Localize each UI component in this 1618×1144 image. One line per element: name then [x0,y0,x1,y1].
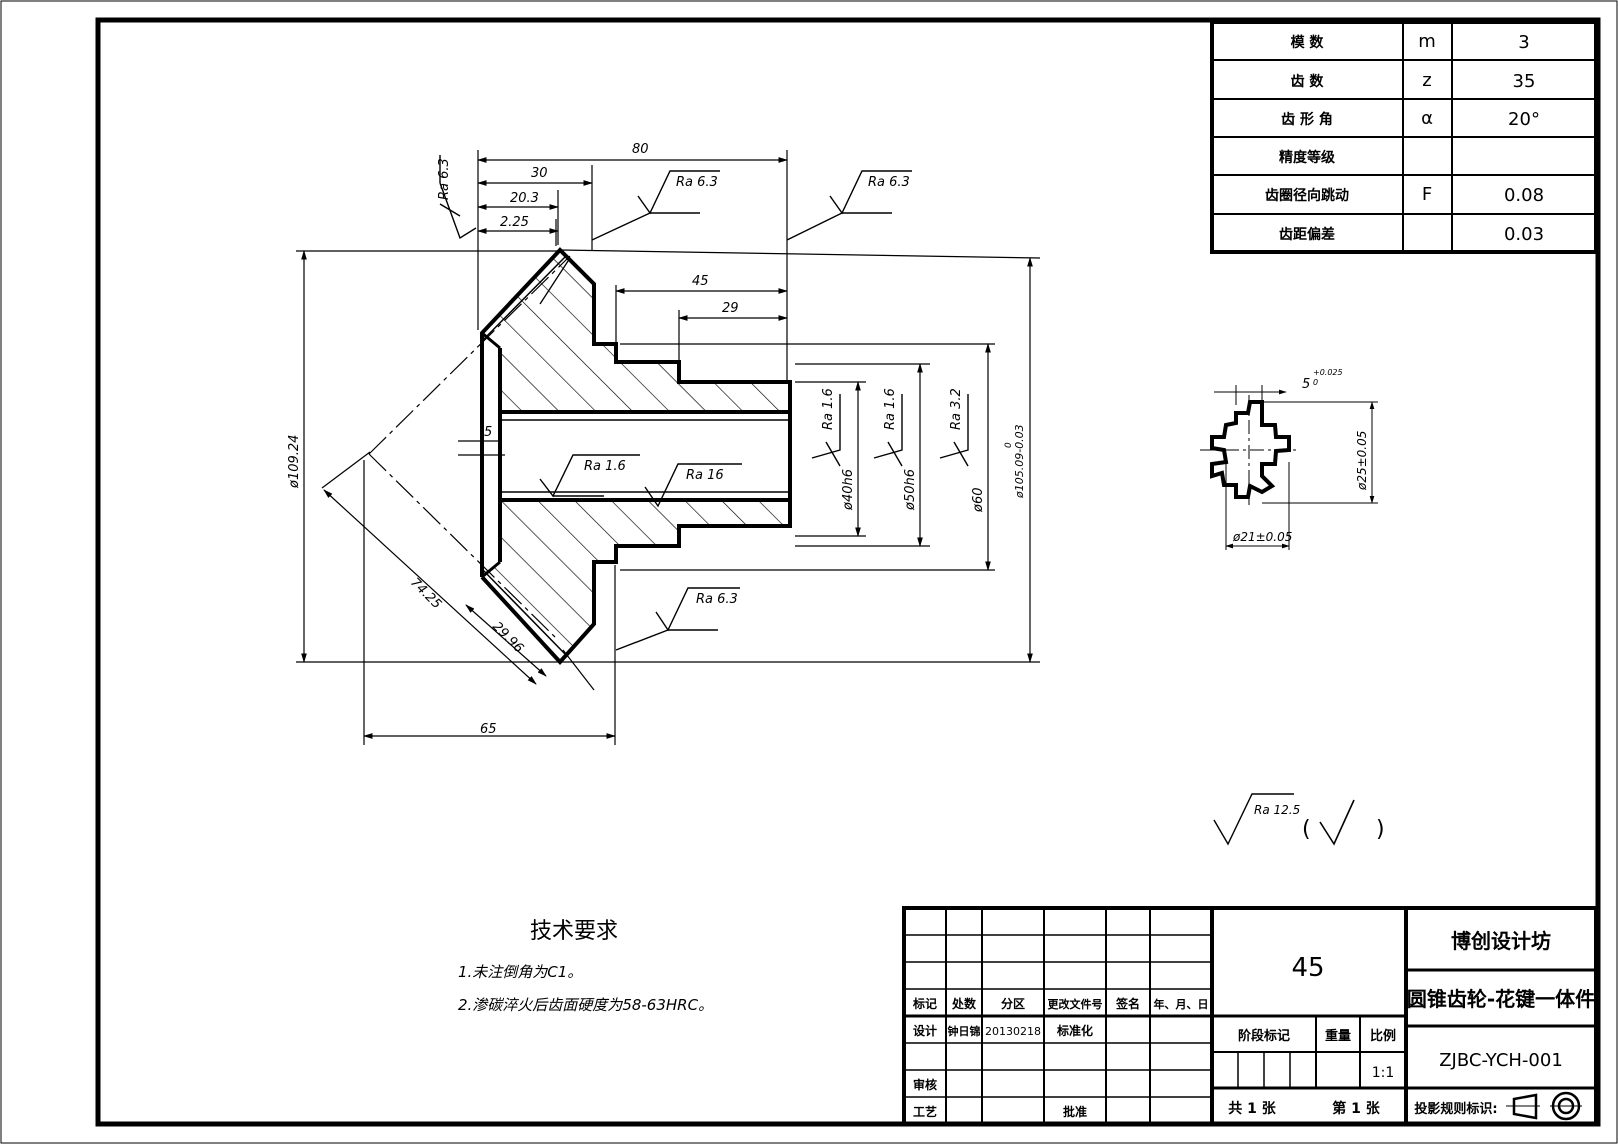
title-block [902,906,1598,1126]
technical-requirements: 技术要求 1.未注倒角为C1。 2.渗碳淬火后齿面硬度为58-63HRC。 [458,919,713,1014]
dim-5: 5 [484,425,492,440]
drawing-frame [95,17,1601,1127]
material: 45 [1291,953,1324,983]
dimensions [296,150,1041,745]
dim-dia-109: ø109.24 [287,435,302,489]
lower-section-hatch [482,500,790,662]
weight-label: 重量 [1325,1028,1351,1044]
dim-29-96: 29.96 [489,619,526,656]
scale-value: 1:1 [1372,1065,1395,1081]
dim-45: 45 [692,274,709,289]
title-block-text: 45 博创设计坊 圆锥齿轮-花键一体件 ZJBC-YCH-001 标记 处数 分… [912,929,1595,1119]
ra-paren-open: ( [1302,817,1311,842]
dim-dia-40: ø40h6 [841,469,856,511]
part-name: 圆锥齿轮-花键一体件 [1407,987,1595,1011]
param-value: 0.08 [1504,185,1544,206]
gear-parameter-table: 模 数 m 3 齿 数 z 35 齿 形 角 α 20° 精度等级 齿圈径向跳动… [1210,20,1598,254]
roughness-symbols [439,155,1294,846]
ra-label: Ra 3.2 [949,388,964,430]
design-label: 设计 [913,1023,937,1038]
ra-label: Ra 1.6 [883,388,898,430]
dim-30: 30 [531,166,548,181]
header-count: 处数 [951,996,977,1011]
scale-label: 比例 [1370,1028,1396,1044]
param-value: 20° [1508,109,1540,130]
first-angle-projection-icon [1506,1091,1582,1121]
ra-label: Ra 16 [686,468,724,483]
header-signature: 签名 [1115,996,1140,1011]
spline-outer-dim: ø25±0.05 [1355,431,1369,491]
spline-inner-dim: ø21±0.05 [1232,530,1292,544]
dim-74-25: 74.25 [407,575,444,612]
stage-mark-label: 阶段标记 [1238,1028,1290,1044]
standardize-label: 标准化 [1056,1023,1093,1038]
tech-req-title: 技术要求 [530,919,618,944]
spline-width-tol: +0.025 [1313,368,1343,377]
ra-label: Ra 1.6 [584,459,626,474]
param-label: 齿 数 [1291,73,1325,90]
dim-dia-60: ø60 [971,488,986,514]
spline-width-dim: 5 [1302,377,1310,392]
ra-label: Ra 6.3 [696,592,738,607]
dim-dia-105-upper: 0 [1004,442,1014,448]
param-label: 齿距偏差 [1279,226,1335,243]
dim-2-25: 2.25 [500,215,529,230]
ra-label: Ra 6.3 [676,175,718,190]
dim-80: 80 [632,142,649,157]
projection-label: 投影规则标识: [1414,1101,1497,1117]
review-label: 审核 [913,1077,937,1092]
param-symbol: α [1421,108,1433,129]
tech-req-item: 1.未注倒角为C1。 [458,963,582,981]
dim-dia-50: ø50h6 [903,469,918,511]
header-date: 年、月、日 [1154,997,1209,1011]
upper-section-hatch [482,250,790,412]
design-date: 20130218 [985,1025,1041,1038]
sheet-total: 共 1 张 [1228,1100,1276,1117]
param-value: 0.03 [1504,224,1544,245]
param-label: 模 数 [1291,34,1325,51]
process-label: 工艺 [913,1104,937,1119]
param-label: 精度等级 [1279,149,1336,166]
company-name: 博创设计坊 [1451,929,1551,953]
tech-req-item: 2.渗碳淬火后齿面硬度为58-63HRC。 [458,996,713,1014]
check-mark-icon [1319,799,1355,846]
ra-general-label: Ra 12.5 [1254,803,1300,817]
dim-20-3: 20.3 [510,191,539,206]
spline-section-view [1200,385,1378,550]
header-zone: 分区 [1001,996,1025,1011]
ra-label: Ra 6.3 [868,175,910,190]
header-mark: 标记 [912,996,937,1011]
param-symbol: F [1422,184,1432,205]
param-label: 齿圈径向跳动 [1265,187,1349,204]
ra-label: Ra 1.6 [821,388,836,430]
roughness-labels: Ra 6.3 Ra 6.3 Ra 6.3 Ra 1.6 Ra 1.6 Ra 3.… [437,158,1385,846]
param-symbol: m [1418,31,1436,52]
sheet-number: 第 1 张 [1332,1100,1380,1117]
dim-65: 65 [480,722,497,737]
param-label: 齿 形 角 [1281,111,1333,128]
param-symbol: z [1422,70,1431,91]
approve-label: 批准 [1063,1104,1087,1119]
ra-label: Ra 6.3 [437,158,452,200]
designer-name: 钟日锦 [948,1024,981,1038]
spline-dimension-labels: 5 +0.025 0 ø25±0.05 ø21±0.05 [1232,368,1369,544]
dim-29: 29 [722,301,739,316]
drawing-number: ZJBC-YCH-001 [1439,1050,1563,1071]
param-value: 3 [1518,32,1529,53]
dim-dia-105: ø105.09-0.03 [1013,424,1026,499]
ra-paren-close: ) [1376,817,1385,842]
dimension-labels: 80 30 20.3 2.25 45 29 5 65 74.25 29.96 ø… [287,142,1026,737]
gear-section-view [368,247,792,665]
gear-outline [480,247,792,665]
header-change-doc: 更改文件号 [1048,997,1103,1011]
param-value: 35 [1513,71,1536,92]
spline-width-tol2: 0 [1313,378,1318,387]
